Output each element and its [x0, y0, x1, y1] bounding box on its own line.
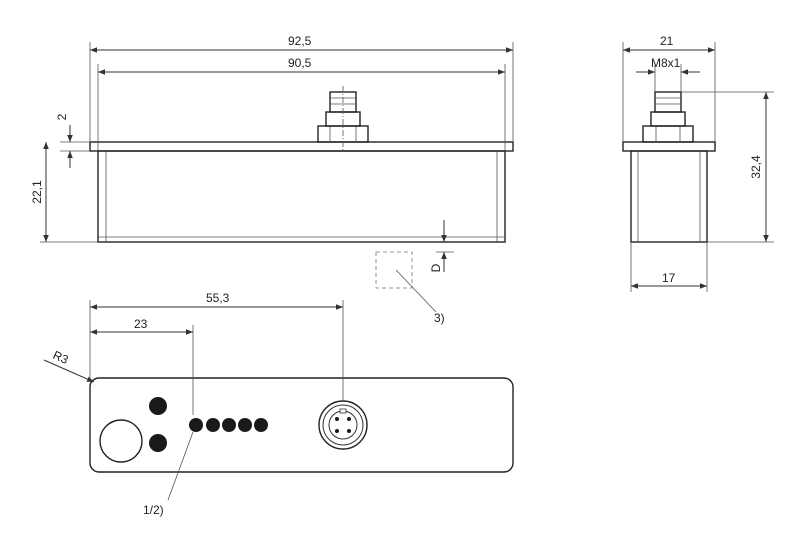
- top-outline: [89, 377, 514, 473]
- dim-inner-length: 90,5: [288, 56, 312, 70]
- dim-connector-offset: 55,3: [206, 291, 230, 305]
- front-flange: [89, 141, 514, 152]
- dim-side-width: 21: [660, 34, 674, 48]
- dim-connector-thread: M8x1: [651, 56, 681, 70]
- side-flange: [622, 141, 716, 152]
- indicator-dot-bottom: [149, 434, 167, 452]
- dim-corner-radius: R3: [51, 348, 71, 367]
- side-connector: [642, 91, 694, 143]
- side-body: [630, 150, 708, 243]
- dim-overall-length: 92,5: [288, 34, 312, 48]
- front-view: 3) 92,5 90,5 2 22,1 D: [30, 34, 514, 325]
- top-view: 55,3 23 R3 1/2): [43, 291, 514, 517]
- front-connector: [317, 86, 369, 152]
- led-row: [189, 418, 268, 432]
- dim-side-height: 32,4: [749, 155, 763, 179]
- side-view: 21 M8x1 32,4 17: [622, 34, 774, 292]
- dim-flange-thickness: 2: [55, 113, 69, 120]
- connector-top: [318, 400, 368, 450]
- target-callout: 3): [434, 311, 445, 325]
- indicators-callout: 1/2): [143, 503, 164, 517]
- lens-circle: [99, 419, 143, 463]
- front-body: [97, 150, 506, 243]
- dim-sensing-distance: D: [429, 263, 443, 272]
- indicator-dot-top: [149, 397, 167, 415]
- dim-side-depth: 17: [662, 271, 676, 285]
- target-outline: [375, 251, 413, 289]
- dim-led-offset: 23: [134, 317, 148, 331]
- dim-body-height: 22,1: [30, 180, 44, 204]
